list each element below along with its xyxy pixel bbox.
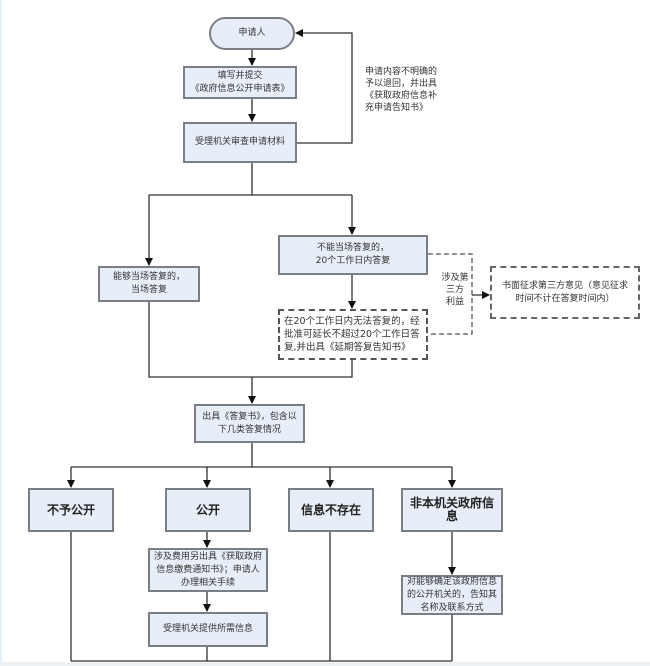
node-fill-form: 填写并提交 《政府信息公开申请表》 bbox=[183, 66, 297, 99]
node-not-this-agency-label: 非本机关政府信息 bbox=[409, 496, 494, 523]
node-fee-notice-label: 涉及费用另出具《获取政府信息缴费通知书》；申请人办理相关手续 bbox=[154, 551, 263, 588]
node-cannot-answer-label: 不能当场答复的， 20个工作日内答复 bbox=[315, 243, 391, 266]
third-party-label: 涉及第 三方 利益 bbox=[441, 273, 469, 307]
node-inform-agency: 对能够确定该政府信息的公开机关的，告知其名称及联系方式 bbox=[401, 575, 503, 615]
node-applicant-label: 申请人 bbox=[238, 28, 266, 38]
node-issue-reply: 出具《答复书》，包含以 下几类答复情况 bbox=[194, 404, 305, 443]
node-fee-notice: 涉及费用另出具《获取政府信息缴费通知书》；申请人办理相关手续 bbox=[148, 548, 268, 592]
node-extension-label: 在20个工作日内无法答复的，经批准可延长不超过20个工作日答复,并出具《延期答复… bbox=[284, 316, 420, 353]
dashed-third-party-link bbox=[428, 253, 473, 335]
node-third-party-opinion-label: 书面征求第三方意见（意见征求时间不计在答复时间内） bbox=[501, 280, 628, 304]
node-can-answer-label: 能够当场答复的， 当场答复 bbox=[112, 272, 185, 295]
node-extension: 在20个工作日内无法答复的，经批准可延长不超过20个工作日答复,并出具《延期答复… bbox=[278, 309, 428, 360]
bottom-border bbox=[0, 662, 650, 666]
node-provide-info-label: 受理机关提供所需信息 bbox=[162, 624, 253, 634]
node-fill-form-label: 填写并提交 《政府信息公开申请表》 bbox=[190, 70, 290, 94]
node-cannot-answer: 不能当场答复的， 20个工作日内答复 bbox=[278, 235, 428, 275]
arrow-return-loop bbox=[295, 29, 353, 144]
node-not-this-agency: 非本机关政府信息 bbox=[401, 488, 503, 532]
return-note: 申请内容不明确的 予以退回，并出具 《获取政府信息补 充申请告知书》 bbox=[365, 67, 438, 113]
node-provide-info: 受理机关提供所需信息 bbox=[148, 612, 268, 647]
node-issue-reply-label: 出具《答复书》，包含以 下几类答复情况 bbox=[202, 411, 297, 435]
node-not-exist-label: 信息不存在 bbox=[300, 502, 361, 517]
node-inform-agency-label: 对能够确定该政府信息的公开机关的，告知其名称及联系方式 bbox=[407, 576, 498, 613]
node-can-answer: 能够当场答复的， 当场答复 bbox=[98, 266, 200, 302]
node-not-disclosed: 不予公开 bbox=[28, 488, 114, 532]
node-not-exist: 信息不存在 bbox=[288, 488, 374, 532]
node-review-label: 受理机关审查申请材料 bbox=[194, 137, 285, 147]
node-disclosed-label: 公开 bbox=[195, 502, 220, 517]
node-review: 受理机关审查申请材料 bbox=[183, 122, 297, 163]
node-not-disclosed-label: 不予公开 bbox=[46, 502, 95, 517]
node-disclosed: 公开 bbox=[165, 488, 251, 532]
node-applicant: 申请人 bbox=[209, 17, 295, 50]
left-border bbox=[0, 0, 2, 666]
line-merge bbox=[148, 302, 353, 378]
node-third-party-opinion: 书面征求第三方意见（意见征求时间不计在答复时间内） bbox=[490, 266, 640, 319]
